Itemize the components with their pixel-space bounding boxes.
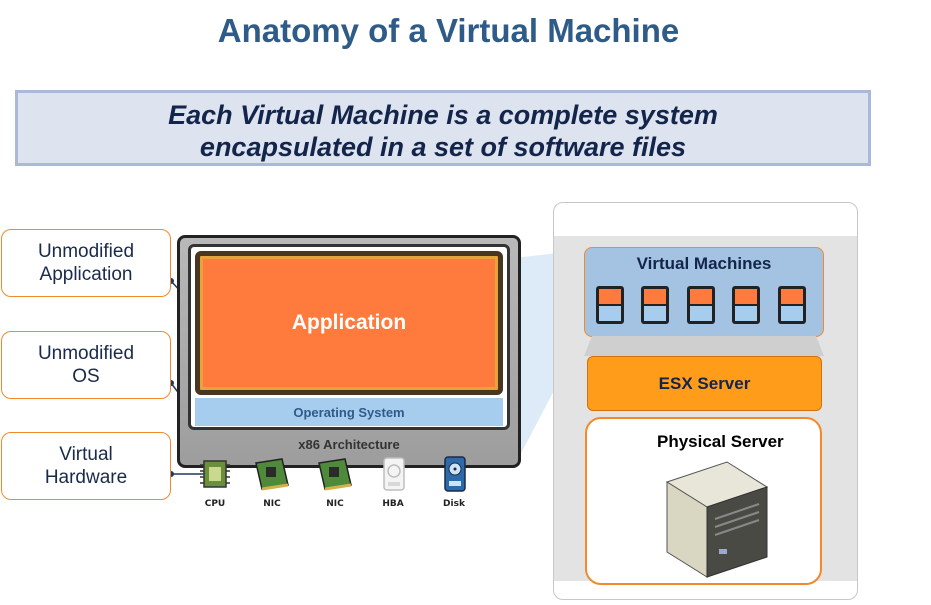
callout-virtual-hardware: Virtual Hardware [1,432,171,500]
network-card-icon [255,458,289,491]
virtual-machines-title: Virtual Machines [636,254,772,273]
mini-vm-app-layer [644,289,666,304]
hardware-cpu: CPU [193,455,237,509]
mini-vm [732,286,760,324]
virtual-machine-diagram: Application Operating System x86 Archite… [177,235,521,468]
physical-server-title: Physical Server [657,432,784,451]
virtual-machines-box: Virtual Machines [584,247,824,337]
hardware-label-cpu: CPU [204,499,226,509]
mini-vm-os-layer [735,306,757,321]
hardware-hba: HBA [371,455,415,509]
mini-vm-os-layer [690,306,712,321]
subtitle-banner: Each Virtual Machine is a complete syste… [15,90,871,166]
hardware-label-hba: HBA [382,499,404,509]
page-title: Anatomy of a Virtual Machine [217,12,680,49]
hardware-label-nic-1: NIC [263,499,281,509]
x86-architecture-label: x86 Architecture [298,437,400,452]
hardware-disk: Disk [432,455,476,509]
application-layer: Application [195,251,503,395]
esx-stack-panel: Virtual Machines ESX Server Physical Ser… [553,202,858,600]
hardware-label-nic-2: NIC [326,499,344,509]
mini-vm-os-layer [781,306,803,321]
subtitle-line-2: encapsulated in a set of software files [199,132,687,162]
mini-vm [687,286,715,324]
hardware-nic-1: NIC [250,455,294,509]
operating-system-layer: Operating System [195,398,503,426]
mini-vm-os-layer [644,306,666,321]
hardware-label-disk: Disk [443,499,465,509]
mini-vm [641,286,669,324]
vm-screen: Application Operating System [188,244,510,430]
callout-unmodified-application: Unmodified Application [1,229,171,297]
mini-vm-app-layer [690,289,712,304]
disk-drive-icon [444,456,466,492]
esx-server-layer: ESX Server [587,356,822,411]
hardware-nic-2: NIC [313,455,357,509]
mini-vm-app-layer [735,289,757,304]
stack-connector-shape [584,336,824,356]
cpu-chip-icon [200,460,230,488]
mini-vm [596,286,624,324]
hba-card-icon [383,457,405,491]
mini-vm-app-layer [599,289,621,304]
server-tower-icon [665,461,769,578]
physical-server-box: Physical Server [585,417,822,585]
callout-unmodified-os: Unmodified OS [1,331,171,399]
subtitle-line-1: Each Virtual Machine is a complete syste… [168,100,718,130]
mini-vm [778,286,806,324]
network-card-icon [318,458,352,491]
mini-vm-os-layer [599,306,621,321]
mini-vm-app-layer [781,289,803,304]
